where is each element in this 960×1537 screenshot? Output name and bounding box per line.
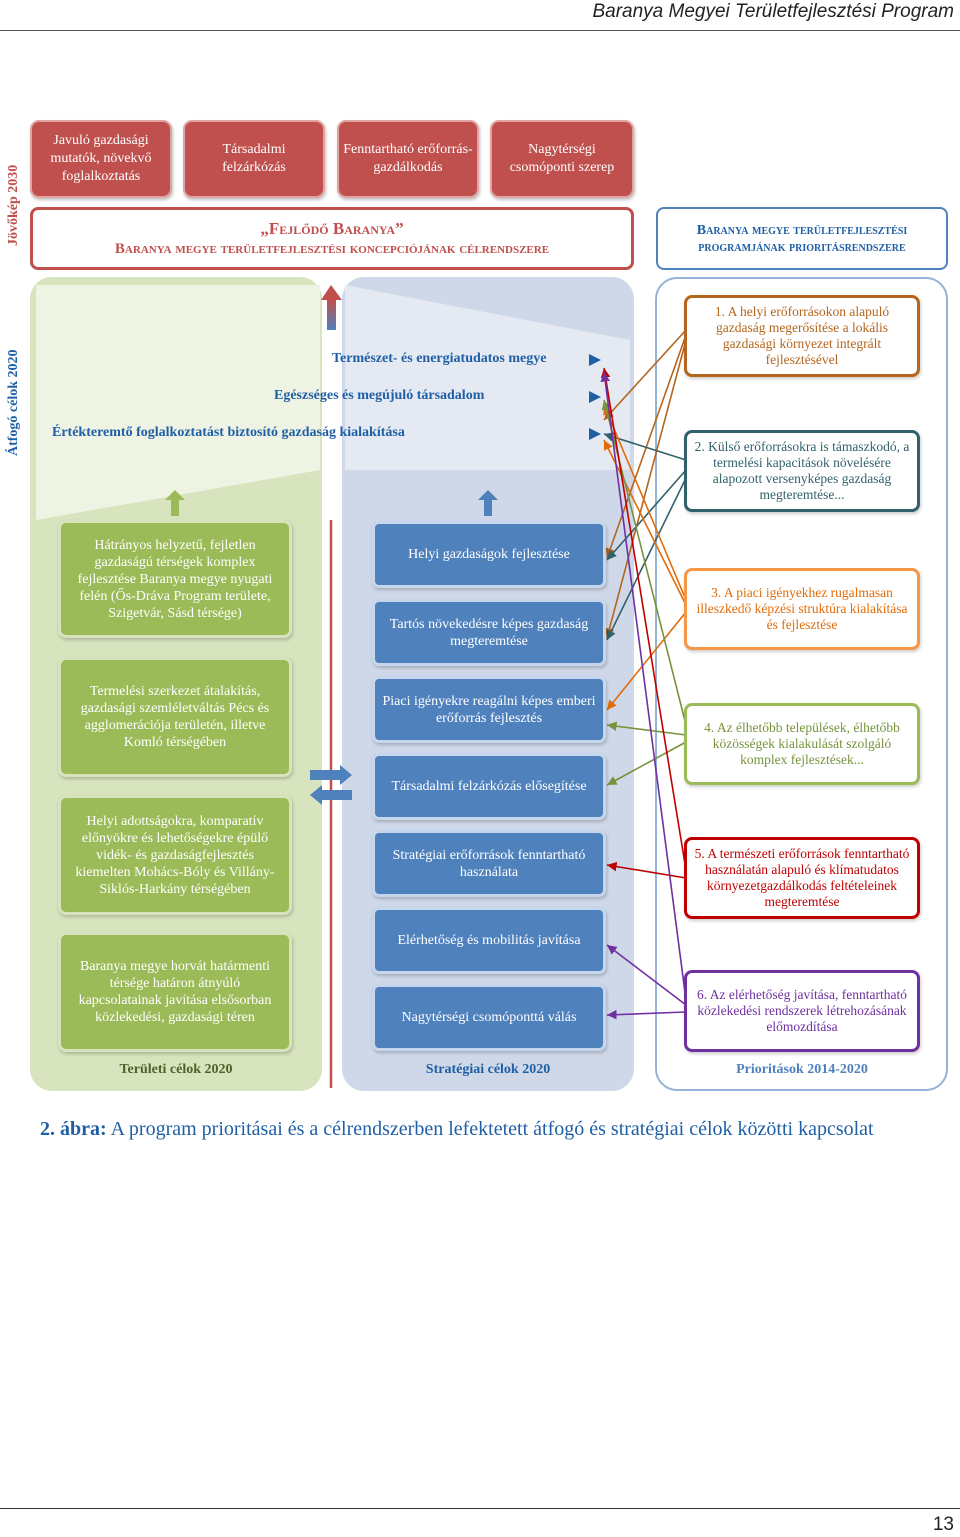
territorial-item-1: Hátrányos helyzetű, fejletlen gazdaságú … <box>58 520 292 638</box>
vision-box-3: Fenntartható erőforrás-gazdálkodás <box>337 120 479 198</box>
right-arrow-shaft <box>310 770 342 780</box>
territorial-band <box>36 285 320 520</box>
goal-2: Egészséges és megújuló társadalom <box>274 388 485 403</box>
territorial-item-4: Baranya megye horvát határmenti térsége … <box>58 932 292 1052</box>
priority-2: 2. Külső erőforrásokra is támaszkodó, a … <box>684 430 920 512</box>
up-arrow-shaft <box>327 300 336 330</box>
vision-box-1: Javuló gazdasági mutatók, növekvő foglal… <box>30 120 172 198</box>
page-number: 13 <box>932 1514 954 1535</box>
strategic-item-5: Stratégiai erőforrások fenntartható hasz… <box>372 830 606 897</box>
caption-text: A program prioritásai és a célrendszerbe… <box>106 1118 874 1140</box>
strategic-label: Stratégiai célok 2020 <box>425 1062 551 1077</box>
concept-title-line2: Baranya megye területfejlesztési koncepc… <box>114 241 550 257</box>
priority-6: 6. Az elérhetőség javítása, fenntartható… <box>684 970 920 1052</box>
figure-caption: 2. ábra: A program prioritásai és a célr… <box>40 1118 940 1141</box>
strategic-item-4: Társadalmi felzárkózás elősegítése <box>372 753 606 820</box>
strategic-item-1: Helyi gazdaságok fejlesztése <box>372 521 606 588</box>
strategic-item-3: Piaci igényekre reagálni képes emberi er… <box>372 676 606 743</box>
territorial-item-3: Helyi adottságokra, komparatív előnyökre… <box>58 795 292 915</box>
strategic-band <box>345 285 630 470</box>
right-arrow-head <box>340 765 352 785</box>
vision-box-4: Nagytérségi csomóponti szerep <box>490 120 634 198</box>
strategic-item-7: Nagytérségi csomóponttá válás <box>372 984 606 1051</box>
left-arrow-shaft <box>320 790 352 800</box>
priority-1: 1. A helyi erőforrásokon alapuló gazdasá… <box>684 295 920 377</box>
header-title: Baranya Megyei Területfejlesztési Progra… <box>592 1 954 22</box>
strategic-item-6: Elérhetőség és mobilitás javítása <box>372 907 606 974</box>
priority-3: 3. A piaci igényekhez rugalmasan illeszk… <box>684 568 920 650</box>
page-header: Baranya Megyei Területfejlesztési Progra… <box>0 0 960 31</box>
goal-pointer-3 <box>589 428 601 440</box>
concept-title-line1: „Fejlődő Baranya” <box>260 219 404 238</box>
priority-5: 5. A természeti erőforrások fenntartható… <box>684 837 920 919</box>
priorities-label: Prioritások 2014-2020 <box>736 1062 868 1077</box>
footer-rule <box>0 1508 960 1509</box>
territorial-item-2: Termelési szerkezet átalakítás, gazdaság… <box>58 657 292 777</box>
territorial-label: Területi célok 2020 <box>119 1062 233 1077</box>
up-arrow-head <box>321 285 342 300</box>
vision-box-2: Társadalmi felzárkózás <box>183 120 325 198</box>
caption-label: 2. ábra: <box>40 1118 107 1140</box>
green-up-arrow-head <box>165 490 185 500</box>
goal-3: Értékteremtő foglalkoztatást biztosító g… <box>52 425 405 440</box>
green-up-arrow-shaft <box>171 500 179 516</box>
concept-title: „Fejlődő Baranya” Baranya megye területf… <box>30 207 634 270</box>
goal-pointer-2 <box>589 391 601 403</box>
strategic-item-2: Tartós növekedésre képes gazdaság megter… <box>372 599 606 666</box>
priority-4: 4. Az élhetőbb települések, élhetőbb köz… <box>684 703 920 785</box>
left-arrow-head <box>310 785 322 805</box>
program-title: Baranya megye területfejlesztési program… <box>656 207 948 270</box>
goal-pointer-1 <box>589 354 601 366</box>
priorities-panel <box>655 277 948 1091</box>
blue-up-arrow-head <box>478 490 498 500</box>
blue-up-arrow-shaft <box>484 500 492 516</box>
goal-1: Természet- és energiatudatos megye <box>332 351 547 366</box>
